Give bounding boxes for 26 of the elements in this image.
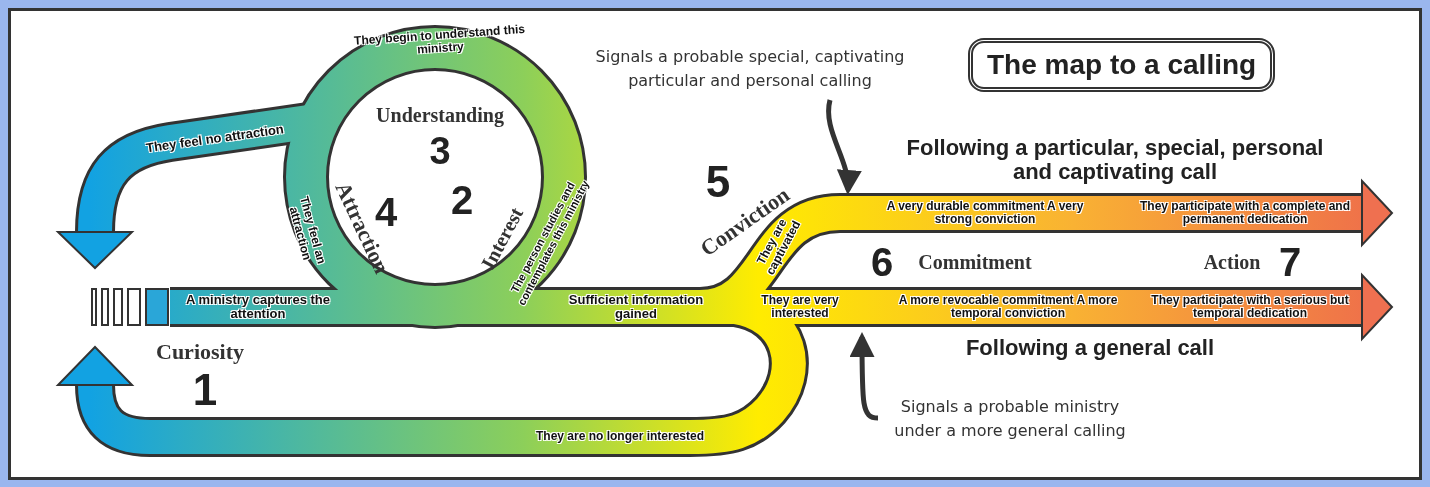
path-heading: Following a general call (964, 335, 1216, 361)
title: The map to a calling (968, 38, 1276, 92)
road-label: They are very interested (760, 293, 840, 321)
stage-name: Curiosity (155, 339, 245, 365)
road-label: They participate with a complete and permanent dedication (1138, 199, 1351, 227)
stage-number: 7 (1277, 240, 1303, 284)
path-heading: Following a particular, special, personal and captivating call (905, 135, 1325, 185)
road-label: They feel no attraction (144, 120, 286, 158)
stage-number: 3 (428, 131, 452, 173)
road-label: They are no longer interested (534, 430, 705, 444)
road-label: A ministry captures the attention (185, 292, 331, 322)
stage-number: 2 (449, 178, 475, 222)
road-label: A more revocable commitment A more temporal conviction (898, 293, 1118, 321)
stage-number: 6 (869, 240, 895, 284)
road-label: They begin to understand this ministry (352, 21, 527, 59)
stage-name: Action (1202, 251, 1262, 273)
stage-number: 1 (191, 365, 219, 415)
stage-name: Commitment (917, 251, 1033, 273)
callout-text: Signals a probable ministry under a more general calling (880, 395, 1140, 443)
leader-arrow (826, 99, 861, 195)
road-label: They participate with a serious but temporal dedication (1150, 293, 1350, 321)
stage-name: Understanding (375, 104, 505, 126)
road-label: Sufficient information gained (567, 292, 705, 322)
callout-text: Signals a probable special, captivating particular and personal calling (555, 45, 945, 93)
road-label: They feel an attraction (285, 193, 330, 268)
road-label: A very durable commitment A very strong conviction (885, 199, 1085, 227)
